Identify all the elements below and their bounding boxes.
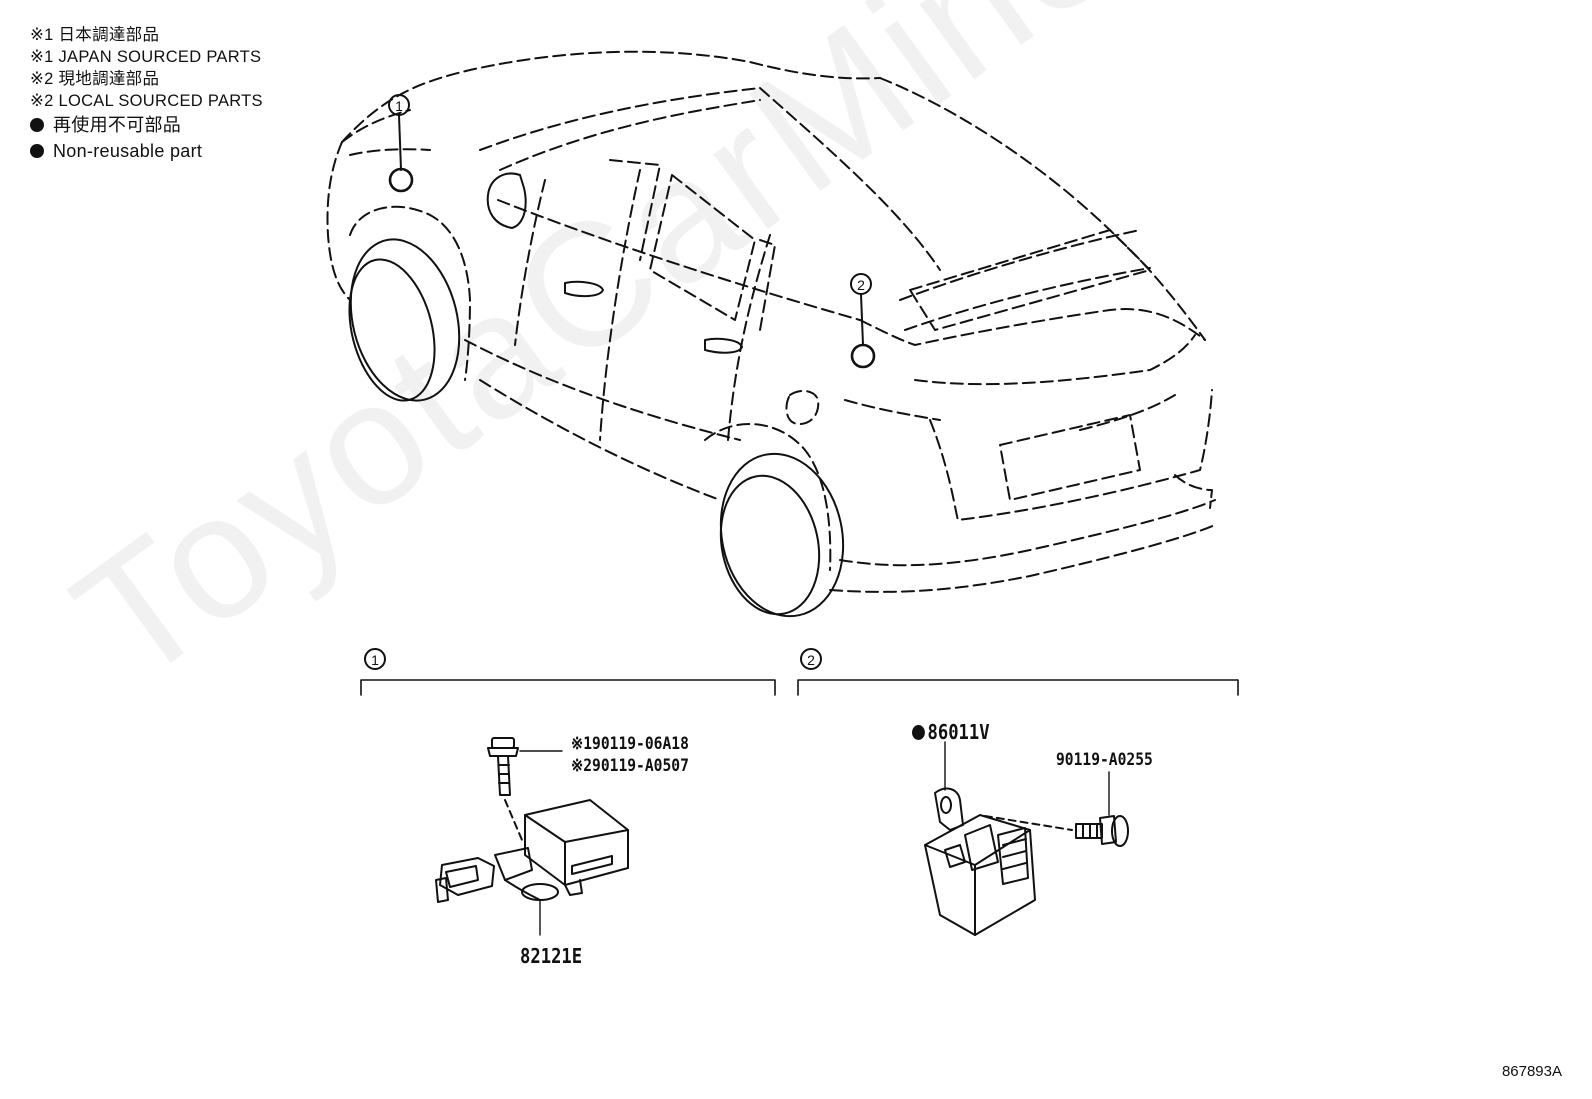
section-2: 2 [797,648,1239,936]
legend-nonreusable-en: Non-reusable part [30,138,263,164]
front-wheel [348,238,461,402]
control-module-icon [924,787,1036,936]
bolt-icon [1075,815,1129,847]
svg-text:1: 1 [395,98,403,114]
section-1: 1 [360,648,776,936]
part-number-bolt-japan: ※190119-06A18 [571,734,689,754]
svg-text:1: 1 [371,652,379,668]
svg-text:2: 2 [857,277,865,293]
non-reusable-dot-icon [912,725,925,740]
part-number-sensor: 82121E [520,944,583,968]
side-mirror [486,172,527,229]
bullet-dot-icon [30,118,44,132]
airbag-sensor-icon [435,799,629,903]
legend-japan-en: ※1 JAPAN SOURCED PARTS [30,48,262,66]
rear-wheel [719,452,845,618]
legend-local-en: ※2 LOCAL SOURCED PARTS [30,92,263,110]
document-id: 867893A [1501,1063,1562,1080]
legend-local-jp: ※2 現地調達部品 [30,70,160,88]
legend-japan-jp: ※1 日本調達部品 [30,26,160,44]
location-marker-1: 1 [388,94,414,193]
door-handle-front [564,280,604,298]
part-number-bolt-local: ※290119-A0507 [571,756,689,776]
door-handle-rear [704,337,743,354]
location-marker-2: 2 [850,273,876,369]
legend-nonreusable-jp: 再使用不可部品 [30,112,263,138]
part-number-bolt-2: 90119-A0255 [1056,750,1153,770]
legend: ※1 日本調達部品 ※1 JAPAN SOURCED PARTS ※2 現地調達… [30,24,263,164]
svg-text:2: 2 [807,652,815,668]
bullet-dot-icon [30,144,44,158]
vehicle-outline [326,50,1216,593]
bolt-icon [487,737,519,796]
part-number-module: 86011V [912,720,990,744]
